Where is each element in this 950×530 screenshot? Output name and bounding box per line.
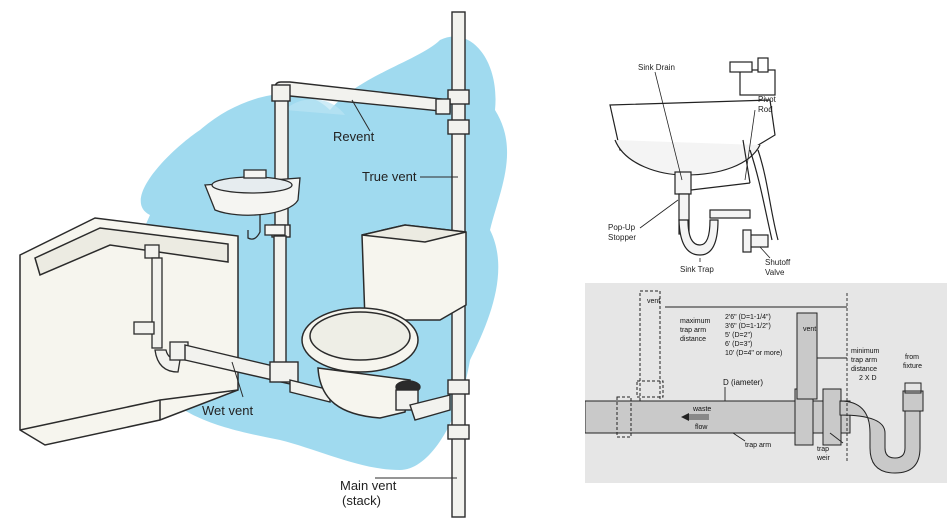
label-max-3: distance [680,336,706,343]
basin-drain [273,235,287,367]
label-sink-trap: Sink Trap [680,265,714,274]
label-diameter: D (iameter) [723,378,763,387]
label-trap-weir-2: weir [816,455,831,462]
table-row: 6' (D=3") [725,341,752,348]
label-min-3: distance [851,366,877,373]
label-vent-left: vent [647,298,660,305]
label-sink-drain: Sink Drain [638,63,675,72]
label-max-1: maximum [680,318,711,325]
flow-arrow-shaft [689,414,709,420]
bathtub [19,217,239,446]
leader-lines [231,99,458,479]
label-pivot: Pivot [758,95,777,104]
table-row: 3'6" (D=1-1/2") [725,323,771,330]
pivot-rod [690,139,779,241]
label-from-fixture-2: fixture [903,363,922,370]
trap-arm-diagram: vent vent maximum trap arm distance 2'6"… [584,283,947,483]
dimension-lines [665,293,848,463]
label-main-vent: Main vent [340,478,397,493]
trap-arm-svg: vent vent maximum trap arm distance 2'6"… [584,283,947,483]
drain-pipe [584,290,851,446]
table-row: 10' (D=4" or more) [725,350,782,357]
label-max-2: trap arm [680,327,706,334]
label-waste: waste [692,406,711,413]
sink-drain-diagram: Sink Drain Pivot Rod Pop-Up Stopper Sink… [600,40,810,280]
label-min-1: minimum [851,348,880,355]
label-pivot-rod: Rod [758,105,773,114]
label-true-vent: True vent [362,169,417,184]
bathroom-vent-svg: Revent True vent Wet vent Main vent (sta… [19,11,508,518]
label-flow: flow [695,424,708,431]
shutoff-valve [742,229,769,253]
label-trap-weir-1: trap [817,446,829,453]
wash-basin [204,169,301,240]
label-revent: Revent [333,129,375,144]
sink-basin [609,57,776,176]
label-shutoff-valve: Valve [765,268,785,277]
flow-arrow [681,413,689,421]
bathroom-vent-illustration: Revent True vent Wet vent Main vent (sta… [19,11,508,518]
sink-trap-assembly [674,171,751,256]
tub-drain [133,244,189,373]
label-min-2: trap arm [851,357,877,364]
label-min-4: 2 X D [859,375,877,382]
sink-drain-svg: Sink Drain Pivot Rod Pop-Up Stopper Sink… [608,57,791,277]
label-main-vent-stack: (stack) [342,493,381,508]
sink-leader-lines [639,71,771,262]
label-wet-vent: Wet vent [202,403,253,418]
trap-diagram-bg [585,283,947,483]
label-vent-right: vent [803,326,816,333]
wash-highlight [285,99,345,115]
table-row: 5' (D=2") [725,332,752,339]
p-trap [839,382,924,474]
label-shutoff: Shutoff [765,258,791,267]
label-trap-arm: trap arm [745,442,771,449]
table-row: 2'6" (D=1-1/4") [725,314,771,321]
toilet-drain [395,380,451,421]
wet-vent-pipe [184,344,331,403]
label-from-fixture-1: from [905,354,919,361]
toilet [301,224,467,419]
label-popup-stopper: Stopper [608,233,636,242]
label-popup: Pop-Up [608,223,636,232]
